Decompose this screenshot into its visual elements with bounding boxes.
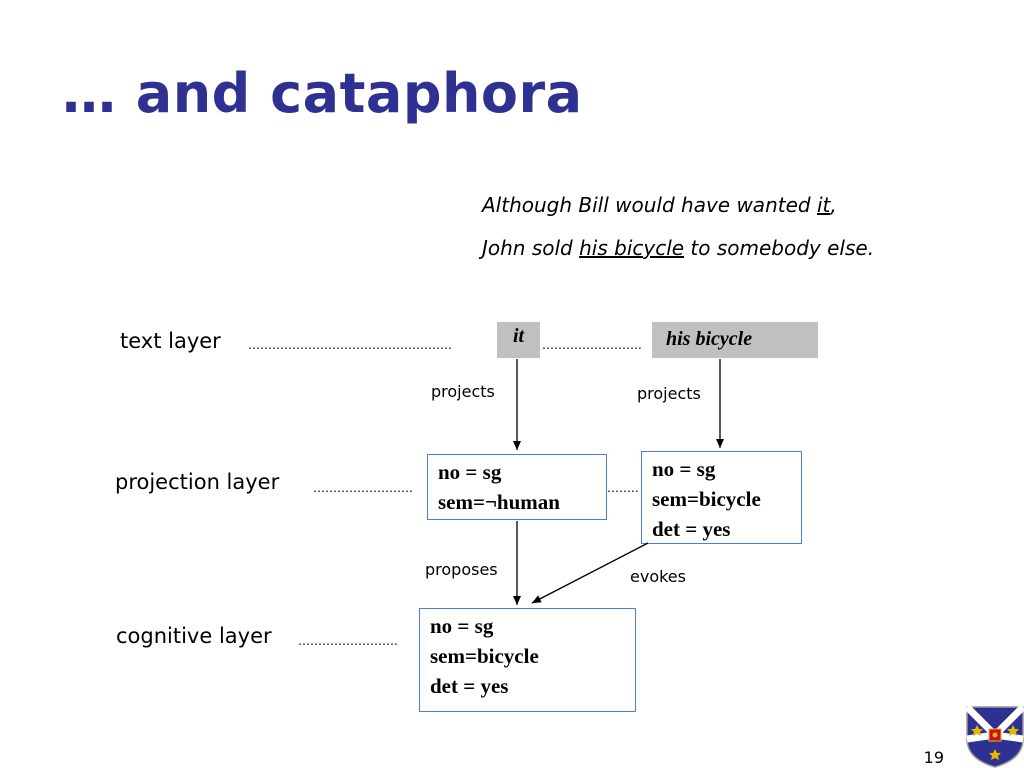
feature-line: sem=¬human: [438, 490, 560, 514]
text-layer-dots-2: …………………….: [542, 338, 642, 352]
label-proposes: proposes: [425, 560, 498, 579]
sentence-2-antecedent: his bicycle: [579, 236, 685, 260]
slide-title: … and cataphora: [62, 62, 583, 125]
feature-line: det = yes: [652, 517, 731, 541]
feature-line: sem=bicycle: [430, 644, 539, 668]
feature-line: no = sg: [438, 460, 502, 484]
label-projects-bicycle: projects: [637, 384, 701, 403]
text-layer-dots-1: ……………………………………………: [248, 338, 452, 352]
crest-logo-icon: [965, 705, 1024, 768]
text-layer-label: text layer: [120, 329, 221, 353]
sentence-1-end: ,: [830, 193, 837, 217]
feature-line: sem=bicycle: [652, 487, 761, 511]
label-evokes: evokes: [630, 567, 686, 586]
label-projects-it: projects: [431, 382, 495, 401]
sentence-2-start: John sold: [482, 236, 580, 260]
page-number: 19: [923, 748, 944, 767]
example-sentence-1: Although Bill would have wanted it,: [482, 193, 837, 217]
sentence-1-pronoun: it: [816, 193, 831, 217]
token-it: it: [497, 322, 540, 358]
cognitive-layer-dots: …………………….: [298, 634, 398, 648]
projection-box-bicycle: no = sg sem=bicycle det = yes: [641, 451, 802, 544]
projection-layer-dots-2: ……..: [607, 481, 639, 495]
feature-line: det = yes: [430, 674, 509, 698]
projection-box-it: no = sg sem=¬human: [427, 454, 607, 520]
cognitive-box: no = sg sem=bicycle det = yes: [419, 608, 636, 712]
sentence-1-start: Although Bill would have wanted: [482, 193, 817, 217]
sentence-2-end: to somebody else.: [684, 236, 875, 260]
feature-line: no = sg: [430, 614, 494, 638]
cognitive-layer-label: cognitive layer: [116, 624, 272, 648]
arrow-evokes: [531, 542, 649, 604]
example-sentence-2: John sold his bicycle to somebody else.: [482, 236, 874, 260]
feature-line: no = sg: [652, 457, 716, 481]
projection-layer-dots-1: …………………….: [313, 481, 413, 495]
projection-layer-label: projection layer: [115, 470, 280, 494]
token-his-bicycle: his bicycle: [652, 322, 818, 358]
